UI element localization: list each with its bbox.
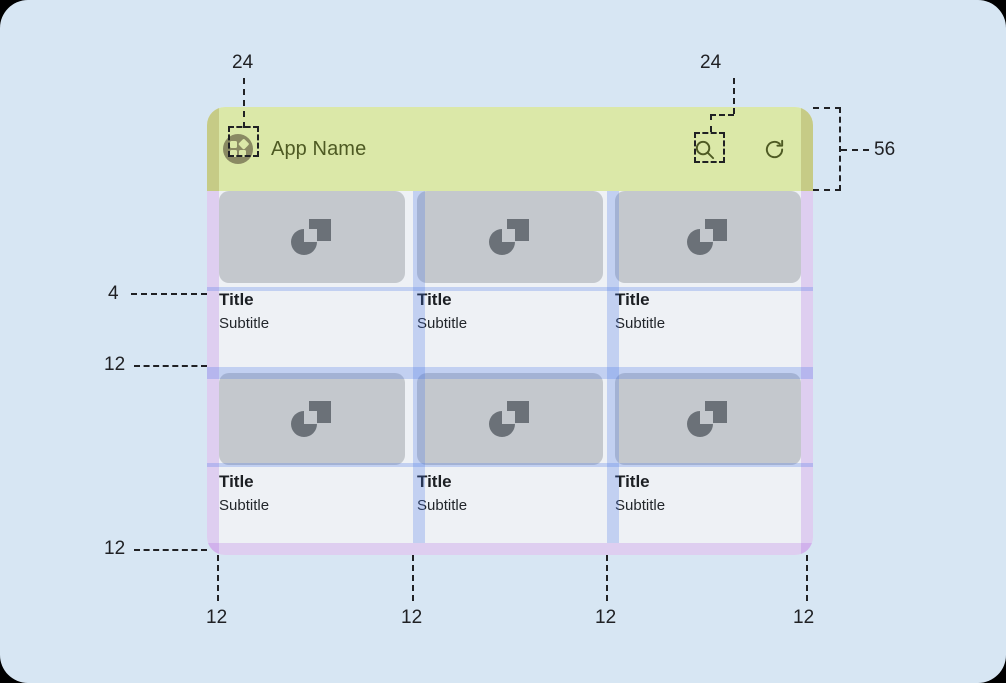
- annotation-row-gap-leader: [134, 365, 207, 367]
- app-bar-title: App Name: [271, 137, 367, 160]
- list-item[interactable]: Title Subtitle: [219, 373, 405, 543]
- card-thumbnail: [219, 191, 405, 283]
- annotation-bottom-tick-4-label: 12: [793, 607, 815, 628]
- list-item[interactable]: Title Subtitle: [615, 191, 801, 361]
- image-placeholder-icon: [291, 401, 333, 437]
- card-meta: Title Subtitle: [417, 469, 603, 543]
- annotation-appbar-height-bracket: [813, 107, 841, 191]
- card-title: Title: [417, 290, 452, 309]
- annotation-logo-target-label: 24: [232, 52, 254, 73]
- logo-shape-2: [229, 150, 237, 157]
- card-title: Title: [615, 290, 650, 309]
- annotation-logo-target-box: [228, 126, 259, 157]
- image-placeholder-icon: [489, 401, 531, 437]
- image-placeholder-icon: [687, 219, 729, 255]
- card-subtitle: Subtitle: [417, 497, 468, 514]
- list-item[interactable]: Title Subtitle: [417, 373, 603, 543]
- annotation-row-gap-label: 12: [104, 354, 126, 375]
- card-subtitle: Subtitle: [219, 315, 270, 332]
- annotation-search-leader-v: [733, 78, 735, 114]
- search-icon[interactable]: [687, 132, 721, 166]
- card-meta: Title Subtitle: [615, 469, 801, 543]
- card-title: Title: [219, 472, 254, 491]
- card-title: Title: [615, 472, 650, 491]
- list-item[interactable]: Title Subtitle: [615, 373, 801, 543]
- annotation-search-leader-v2: [710, 114, 712, 132]
- list-item[interactable]: Title Subtitle: [219, 191, 405, 361]
- image-placeholder-icon: [687, 401, 729, 437]
- card-subtitle: Subtitle: [219, 497, 270, 514]
- card-title: Title: [219, 290, 254, 309]
- card-meta: Title Subtitle: [417, 287, 603, 361]
- annotation-title-gap-leader: [131, 293, 207, 295]
- annotation-bottom-tick-2-label: 12: [401, 607, 423, 628]
- image-placeholder-icon: [489, 219, 531, 255]
- annotation-bottom-tick-3-leader: [606, 555, 608, 601]
- annotation-logo-leader: [243, 78, 245, 128]
- card-subtitle: Subtitle: [615, 315, 666, 332]
- card-subtitle: Subtitle: [417, 315, 468, 332]
- card-meta: Title Subtitle: [615, 287, 801, 361]
- card-grid: Title Subtitle Title Subtitle: [207, 191, 813, 555]
- annotation-appbar-height-label: 56: [874, 139, 896, 160]
- logo-shape-1: [229, 140, 237, 148]
- logo-shape-3: [239, 150, 246, 157]
- annotation-bottom-tick-2-leader: [412, 555, 414, 601]
- card-thumbnail: [615, 373, 801, 465]
- card-thumbnail: [417, 191, 603, 283]
- card-thumbnail: [219, 373, 405, 465]
- card-thumbnail: [417, 373, 603, 465]
- card-meta: Title Subtitle: [219, 287, 405, 361]
- annotation-bottom-margin-label: 12: [104, 538, 126, 559]
- annotation-search-leader-h: [710, 114, 734, 116]
- annotation-bottom-margin-leader: [134, 549, 207, 551]
- annotation-search-target-label: 24: [700, 52, 722, 73]
- card-subtitle: Subtitle: [615, 497, 666, 514]
- annotation-appbar-height-leader: [841, 149, 869, 151]
- annotation-bottom-tick-4-leader: [806, 555, 808, 601]
- annotation-bottom-tick-3-label: 12: [595, 607, 617, 628]
- image-placeholder-icon: [291, 219, 333, 255]
- device-frame: App Name: [207, 107, 813, 555]
- annotation-bottom-tick-1-leader: [217, 555, 219, 601]
- app-bar: App Name: [207, 107, 813, 191]
- card-title: Title: [417, 472, 452, 491]
- annotation-bottom-tick-1-label: 12: [206, 607, 228, 628]
- list-item[interactable]: Title Subtitle: [417, 191, 603, 361]
- annotation-search-target-box: [694, 132, 725, 163]
- card-thumbnail: [615, 191, 801, 283]
- card-meta: Title Subtitle: [219, 469, 405, 543]
- refresh-icon[interactable]: [757, 132, 791, 166]
- annotation-title-gap-label: 4: [108, 283, 119, 304]
